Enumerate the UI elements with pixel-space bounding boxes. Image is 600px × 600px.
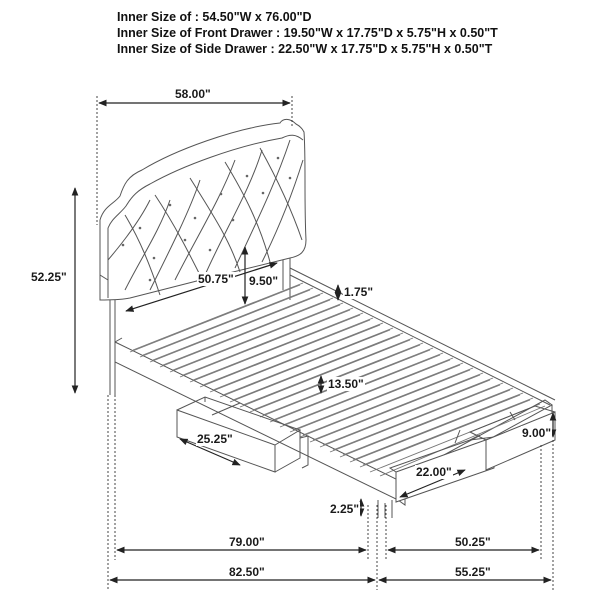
dim-inner-width: 50.25" <box>454 535 492 549</box>
dim-headboard-width: 58.00" <box>174 87 212 101</box>
dim-rail-lip: 1.75" <box>343 285 375 299</box>
dim-drawer-height: 9.00" <box>521 426 553 440</box>
dimension-arrows <box>71 99 557 584</box>
dim-slat-height: 13.50" <box>327 377 365 391</box>
dim-side-drawer-width: 25.25" <box>196 432 234 446</box>
dim-total-height: 52.25" <box>30 270 68 284</box>
side-drawer-spec: Inner Size of Side Drawer : 22.50"W x 17… <box>117 42 493 56</box>
spec-block: Inner Size of : 54.50"W x 76.00"D Inner … <box>117 9 498 57</box>
front-drawer-spec: Inner Size of Front Drawer : 19.50"W x 1… <box>117 26 498 40</box>
dim-leg-height: 2.25" <box>329 502 361 516</box>
dim-total-length: 82.50" <box>228 565 266 579</box>
extension-lines <box>96 96 554 590</box>
dim-total-width: 55.25" <box>454 565 492 579</box>
dim-headboard-to-slat: 9.50" <box>248 274 280 288</box>
dim-inner-length: 79.00" <box>228 535 266 549</box>
inner-size-spec: Inner Size of : 54.50"W x 76.00"D <box>117 10 312 24</box>
headboard <box>99 118 307 395</box>
dim-headboard-inner: 50.75" <box>197 272 235 286</box>
dim-front-drawer-width: 22.00" <box>415 465 453 479</box>
bed-frame <box>114 267 556 518</box>
